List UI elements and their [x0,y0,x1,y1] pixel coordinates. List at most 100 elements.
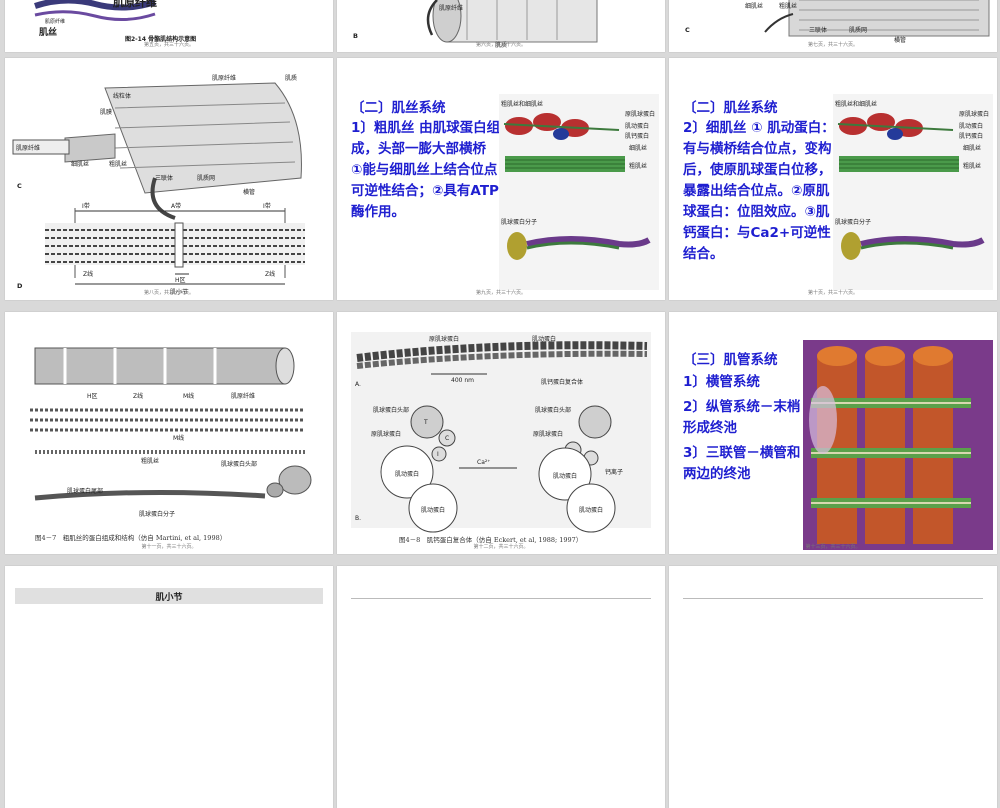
arrow [426,0,438,36]
fig-label-thick: 粗肌丝 [963,162,981,170]
slide10-heading: 〔二〕肌丝系统 [683,100,778,116]
figure-letter-d: D [17,282,23,290]
filament-figure: 粗肌丝和细肌丝 原肌球蛋白 肌动蛋白 肌钙蛋白 细肌丝 粗肌丝 肌球蛋白分子 [499,94,659,290]
label-b: B. [355,515,361,522]
figure-letter-c: C [17,182,22,190]
fig-label-actin: 肌动蛋白 [625,122,649,130]
small-label: 肌原纤维 [45,18,65,25]
figure-letter: C [685,26,690,34]
page-number: 第十三页，共三十六页。 [805,544,861,550]
slide-thumbnail-5[interactable]: 肌原纤维 肌原纤维 肌丝 图2-14 骨骼肌结构示意图 第五页，共三十六页。 [5,0,333,52]
label-triad: 三联体 [809,26,827,34]
label-triad: 三联体 [155,174,173,182]
label-mitochondria: 线粒体 [113,92,131,100]
label-actin-b1: 肌动蛋白 [395,470,419,478]
label-troponin-complex: 肌钙蛋白复合体 [541,378,583,386]
myofibril-bundle-drawing [12,82,302,220]
slide-grid: 肌原纤维 肌原纤维 肌丝 图2-14 骨骼肌结构示意图 第五页，共三十六页。 肌… [5,0,997,808]
myofibril-figure-b: 肌原纤维 肌质 B [353,0,598,49]
figure-letter: B [353,32,358,40]
label-tropomyosin-b2: 原肌球蛋白 [533,430,563,438]
label-thick: 粗肌丝 [141,457,159,465]
label-i: I [437,451,439,458]
page-number: 第七页，共三十六页。 [807,42,858,48]
thin-filament-drawing [837,113,954,140]
label-aband: A带 [171,202,181,210]
label-mline: M线 [183,392,194,400]
label-hzone: H区 [175,277,186,284]
thick-filament-figure: H区 Z线 M线 肌原纤维 M线 粗肌丝 肌球蛋白头部 肌球蛋白尾部 肌球蛋白分… [30,347,312,542]
slide13-item-3: 3〕三联管－横管和两边的终池 [683,445,801,482]
myofibril-figure-c: 细肌丝 粗肌丝 三联体 肌质网 横管 C [685,0,990,44]
label-myofibril: 肌原纤维 [212,74,236,82]
arrow [764,13,794,33]
filament-strands-drawing [30,408,312,501]
slide9-heading: 〔二〕肌丝系统 [351,100,446,116]
label-myofibril-box: 肌原纤维 [16,144,40,152]
label-tropomyosin-b: 原肌球蛋白 [371,430,401,438]
fig-label-tropomyosin: 原肌球蛋白 [959,110,989,118]
fiber-bundle-drawing [34,0,156,21]
label-thin: 细肌丝 [745,2,763,10]
page-number: 第五页，共三十六页。 [143,42,194,48]
page-number: 第六页，共三十六页。 [475,42,526,48]
slide9-paragraph: 1〕粗肌丝 由肌球蛋白组成，头部一膨大部横桥 ①能与细肌丝上结合位点可逆性结合；… [351,120,501,220]
label-hzone: H区 [87,393,98,400]
slide-thumbnail-13[interactable]: 〔三〕肌管系统 1〕横管系统 2〕纵管系统－末梢形成终池 3〕三联管－横管和两边… [669,312,997,554]
label-sarcoplasm: 肌质 [285,74,297,82]
slide-thumbnail-11[interactable]: H区 Z线 M线 肌原纤维 M线 粗肌丝 肌球蛋白头部 肌球蛋白尾部 肌球蛋白分… [5,312,333,554]
slide-thumbnail-16[interactable] [669,566,997,808]
label-thick: 粗肌丝 [779,2,797,10]
slide-thumbnail-10[interactable]: 〔二〕肌丝系统 2〕细肌丝 ① 肌动蛋白：有与横桥结合位点，变构后，使原肌球蛋白… [669,58,997,300]
slide-thumbnail-12[interactable]: 原肌球蛋白 肌动蛋白 400 nm 肌钙蛋白复合体 A. B. 肌球蛋白头部 原… [337,312,665,554]
label-sarcomere: 肌小节 [170,288,188,296]
label-sr: 肌质网 [849,26,867,34]
label-calcium-ion: 钙离子 [605,468,623,476]
fig-label-actin: 肌动蛋白 [959,122,983,130]
label-thin: 细肌丝 [71,160,89,168]
myofibril-columns-drawing [817,346,953,544]
slide-thumbnail-9[interactable]: 〔二〕肌丝系统 1〕粗肌丝 由肌球蛋白组成，头部一膨大部横桥 ①能与细肌丝上结合… [337,58,665,300]
slide-thumbnail-15[interactable] [337,566,665,808]
label-zline: Z线 [133,392,143,400]
label-actin-b2: 肌动蛋白 [421,506,445,514]
slide10-text: 〔二〕肌丝系统 2〕细肌丝 ① 肌动蛋白：有与横桥结合位点，变构后，使原肌球蛋白… [683,96,835,265]
slide9-text: 〔二〕肌丝系统 1〕粗肌丝 由肌球蛋白组成，头部一膨大部横桥 ①能与细肌丝上结合… [351,96,501,223]
fig-label-top: 粗肌丝和细肌丝 [501,100,543,108]
slide13-heading: 〔三〕肌管系统 [683,352,778,368]
thick-filament-drawing [839,156,959,172]
fig-label-troponin: 肌钙蛋白 [959,132,983,140]
label-calcium: Ca²⁺ [477,459,490,466]
fig-label-thick: 粗肌丝 [629,162,647,170]
sarcoplasmic-drawing [788,0,990,37]
filament-figure: 粗肌丝和细肌丝 原肌球蛋白 肌动蛋白 肌钙蛋白 细肌丝 粗肌丝 肌球蛋白分子 [833,94,993,290]
fig-label-thin: 细肌丝 [629,144,647,152]
slide-thumbnail-6[interactable]: 肌原纤维 肌质 B 第六页，共三十六页。 [337,0,665,52]
slide-thumbnail-7[interactable]: 细肌丝 粗肌丝 三联体 肌质网 横管 C 第七页，共三十六页。 [669,0,997,52]
slide5-title: 肌原纤维 [112,0,157,9]
slide5-subtitle: 肌丝 [38,26,57,38]
label-t: T [423,419,428,426]
label-c: C [445,435,449,442]
after-state-drawing [538,405,616,533]
slide13-item-2: 2〕纵管系统－末梢形成终池 [683,399,801,436]
label-zline: Z线 [83,270,93,278]
slide13-text: 〔三〕肌管系统 1〕横管系统 2〕纵管系统－末梢形成终池 3〕三联管－横管和两边… [683,348,801,485]
slide-thumbnail-14[interactable]: 肌小节 [5,566,333,808]
label-iband: I带 [82,202,90,210]
slide-thumbnail-8[interactable]: 肌原纤维 肌原纤维 肌质 线粒体 肌膜 细肌丝 粗肌丝 三联体 肌质网 横管 C [5,58,333,300]
slide13-item-1: 1〕横管系统 [683,374,760,390]
fig-label-myosin: 肌球蛋白分子 [501,218,537,226]
page-number: 第八页，共三十六页。 [143,290,194,296]
label-thick: 粗肌丝 [109,160,127,168]
fig-label-thin: 细肌丝 [963,144,981,152]
t-tubule-figure [803,340,993,550]
fig-label-troponin: 肌钙蛋白 [625,132,649,140]
troponin-complex-figure: 原肌球蛋白 肌动蛋白 400 nm 肌钙蛋白复合体 A. B. 肌球蛋白头部 原… [351,332,651,544]
label-actin-b4: 肌动蛋白 [579,506,603,514]
slide5-caption: 图2-14 骨骼肌结构示意图 [125,35,196,43]
label-myofibril: 肌原纤维 [439,4,463,12]
sr-network-drawing [811,398,971,508]
page-number: 第十页，共三十六页。 [807,290,858,296]
page-number: 第十一页，共三十六页。 [141,544,197,550]
